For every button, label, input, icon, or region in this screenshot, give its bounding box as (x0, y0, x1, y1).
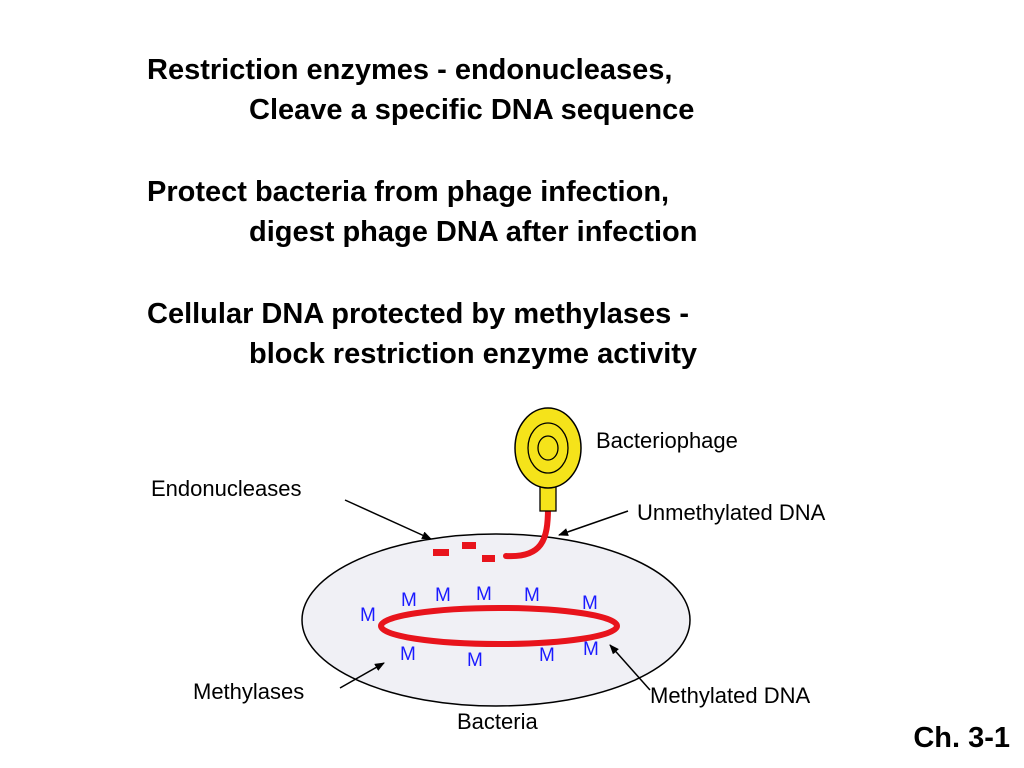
unmethylated-dna-arrow (558, 510, 629, 536)
label-methylases: Methylases (193, 679, 304, 704)
label-endonucleases: Endonucleases (151, 476, 301, 501)
text-line-6: block restriction enzyme activity (249, 338, 698, 370)
methyl-mark: M (582, 593, 598, 614)
methylases-arrow (339, 662, 385, 689)
methyl-mark: M (524, 585, 540, 606)
methylated-dna-arrow (609, 644, 651, 691)
text-line-1: Restriction enzymes - endonucleases, (147, 54, 673, 86)
methyl-mark: M (476, 584, 492, 605)
text-line-3: Protect bacteria from phage infection, (147, 176, 670, 208)
bacteria-cell (301, 533, 691, 707)
label-methylated-dna: Methylated DNA (650, 683, 811, 708)
dna-fragment (462, 542, 476, 549)
label-bacteria: Bacteria (457, 709, 538, 734)
phage-head-ring (527, 422, 569, 474)
chapter-label: Ch. 3-1 (913, 722, 1010, 754)
methyl-mark: M (467, 650, 483, 671)
unmethylated-dna-strand (503, 505, 551, 560)
methyl-mark: M (435, 585, 451, 606)
phage-head-core (537, 435, 559, 461)
bacteriophage (514, 407, 582, 512)
methyl-mark: M (539, 645, 555, 666)
methyl-mark: M (583, 639, 599, 660)
dna-fragment (482, 555, 495, 562)
text-line-2: Cleave a specific DNA sequence (249, 94, 695, 126)
methyl-mark: M (360, 605, 376, 626)
phage-head (514, 407, 582, 489)
methyl-mark: M (401, 590, 417, 611)
dna-fragment (433, 549, 449, 556)
label-unmethylated-dna: Unmethylated DNA (637, 500, 826, 525)
phage-tail (539, 485, 557, 512)
endonucleases-arrow (344, 499, 432, 540)
text-line-4: digest phage DNA after infection (249, 216, 698, 248)
label-bacteriophage: Bacteriophage (596, 428, 738, 453)
text-line-5: Cellular DNA protected by methylases - (147, 298, 690, 330)
methyl-mark: M (400, 644, 416, 665)
methylated-dna-ring (378, 605, 620, 647)
